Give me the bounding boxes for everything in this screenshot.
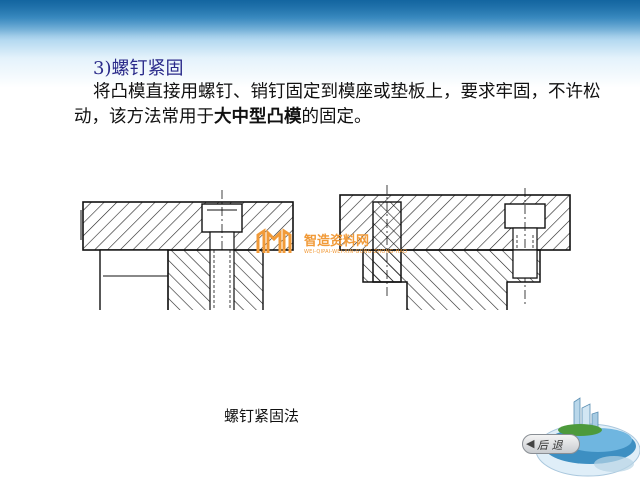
watermark: 智造资料网 WEI-QIPAI-WEI-XIN-GONG-ZHONG-HAO: [252, 227, 407, 259]
figure-caption: 螺钉紧固法: [224, 407, 300, 425]
header-gradient: [0, 0, 640, 40]
back-button-label: 后 退: [537, 439, 563, 452]
paragraph-text-2: 的固定。: [301, 107, 372, 127]
section-title: 3)螺钉紧固: [93, 58, 184, 79]
paragraph-text-1: 将凸模直接用螺钉、销钉固定到模座或垫板上，要求牢固，不许松动，该方法常用于: [74, 82, 601, 127]
back-button[interactable]: ◀ 后 退: [522, 434, 580, 454]
watermark-brand: 智造资料网: [304, 234, 370, 249]
watermark-url: WEI-QIPAI-WEI-XIN-GONG-ZHONG-HAO: [304, 249, 408, 255]
back-arrow-icon: ◀: [526, 437, 535, 450]
watermark-logo-icon: [256, 228, 292, 253]
left-lower-block: [99, 249, 169, 310]
paragraph-bold-text: 大中型凸模: [214, 107, 302, 127]
technical-drawing: [80, 185, 571, 310]
body-paragraph: 将凸模直接用螺钉、销钉固定到模座或垫板上，要求牢固，不许松动，该方法常用于大中型…: [74, 80, 614, 130]
right-assembly: [339, 185, 571, 310]
